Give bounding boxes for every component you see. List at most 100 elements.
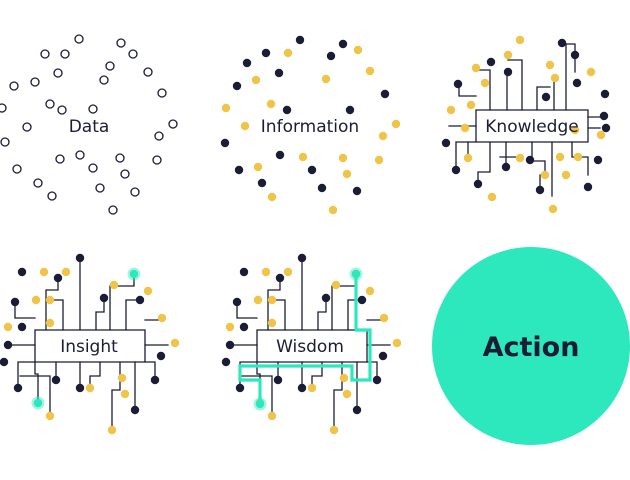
yellow-dot <box>555 152 565 162</box>
hollow-dot <box>95 183 105 193</box>
yellow-dot <box>31 295 41 305</box>
yellow-dot <box>392 338 402 348</box>
dark-dot <box>275 150 285 160</box>
dark-dot <box>583 182 593 192</box>
hollow-dot <box>53 68 63 78</box>
yellow-dot <box>107 425 117 435</box>
yellow-dot <box>298 152 308 162</box>
circuit-line <box>317 297 327 331</box>
hollow-dot <box>9 81 19 91</box>
yellow-dot <box>365 286 375 296</box>
dark-dot <box>0 357 9 367</box>
hollow-dot <box>130 187 140 197</box>
yellow-dot <box>267 192 277 202</box>
knowledge-circuit-line <box>536 86 551 111</box>
yellow-dot <box>225 322 235 332</box>
knowledge-circuit-line <box>474 69 491 111</box>
yellow-dot <box>460 123 470 133</box>
teal-dot <box>33 398 43 408</box>
yellow-dot <box>586 67 596 77</box>
yellow-dot <box>321 74 331 84</box>
hollow-dot <box>128 49 138 59</box>
yellow-dot <box>45 411 55 421</box>
dark-dot <box>317 183 327 193</box>
dark-dot <box>593 155 603 165</box>
circuit-line <box>311 361 323 389</box>
hollow-dot <box>108 205 118 215</box>
dark-dot <box>378 351 388 361</box>
circuit-line <box>14 301 36 319</box>
yellow-dot <box>283 267 293 277</box>
hollow-dot <box>168 119 178 129</box>
dark-dot <box>345 105 355 115</box>
hollow-dot <box>105 61 115 71</box>
yellow-dot <box>463 153 473 163</box>
dark-dot <box>235 383 245 393</box>
teal-dot <box>351 269 361 279</box>
dark-dot <box>357 295 367 305</box>
knowledge-circuit-line <box>507 59 523 111</box>
dark-dot <box>17 322 27 332</box>
hollow-dot <box>57 105 67 115</box>
circuit-line <box>89 361 101 389</box>
dark-dot <box>274 68 284 78</box>
circuit-line <box>109 273 135 331</box>
dark-dot <box>10 297 20 307</box>
wisdom-panel <box>221 253 402 435</box>
dark-dot <box>307 165 317 175</box>
yellow-dot <box>561 170 571 180</box>
dark-dot <box>451 165 461 175</box>
dark-dot <box>297 253 307 263</box>
hollow-dot <box>45 99 55 109</box>
yellow-dot <box>471 63 481 73</box>
yellow-dot <box>221 103 231 113</box>
dark-dot <box>232 81 242 91</box>
dark-dot <box>17 267 27 277</box>
dark-dot <box>535 185 545 195</box>
dark-dot <box>297 383 307 393</box>
yellow-dot <box>515 153 525 163</box>
hollow-dot <box>120 169 130 179</box>
knowledge-circuit-line <box>455 141 477 171</box>
hollow-dot <box>33 178 43 188</box>
circuit-line <box>45 277 59 331</box>
yellow-dot <box>353 45 363 55</box>
dark-dot <box>261 48 271 58</box>
yellow-dot <box>143 286 153 296</box>
dark-dot <box>232 297 242 307</box>
yellow-dot <box>503 50 513 60</box>
hollow-dot <box>116 38 126 48</box>
hollow-dot <box>60 49 70 59</box>
dark-dot <box>220 138 230 148</box>
dark-dot <box>501 162 511 172</box>
dark-dot <box>150 375 160 385</box>
yellow-dot <box>307 383 317 393</box>
yellow-dot <box>379 313 389 323</box>
dark-dot <box>352 186 362 196</box>
dark-dot <box>130 405 140 415</box>
yellow-dot <box>117 373 127 383</box>
yellow-dot <box>157 313 167 323</box>
dark-dot <box>239 267 249 277</box>
dark-dot <box>525 155 535 165</box>
yellow-dot <box>487 192 497 202</box>
hollow-dot <box>47 191 57 201</box>
hollow-dot <box>75 150 85 160</box>
dark-dot <box>13 383 23 393</box>
hollow-dot <box>88 163 98 173</box>
dark-dot <box>156 351 166 361</box>
yellow-dot <box>283 48 293 58</box>
yellow-dot <box>515 35 525 45</box>
yellow-dot <box>240 121 250 131</box>
yellow-dot <box>39 267 49 277</box>
yellow-dot <box>267 411 277 421</box>
yellow-dot <box>328 205 338 215</box>
yellow-dot <box>378 131 388 141</box>
circuit-line <box>125 299 141 331</box>
yellow-dot <box>266 99 276 109</box>
dark-dot <box>225 340 235 350</box>
dark-dot <box>372 375 382 385</box>
yellow-dot <box>596 130 606 140</box>
dark-dot <box>75 383 85 393</box>
hollow-dot <box>99 75 109 85</box>
